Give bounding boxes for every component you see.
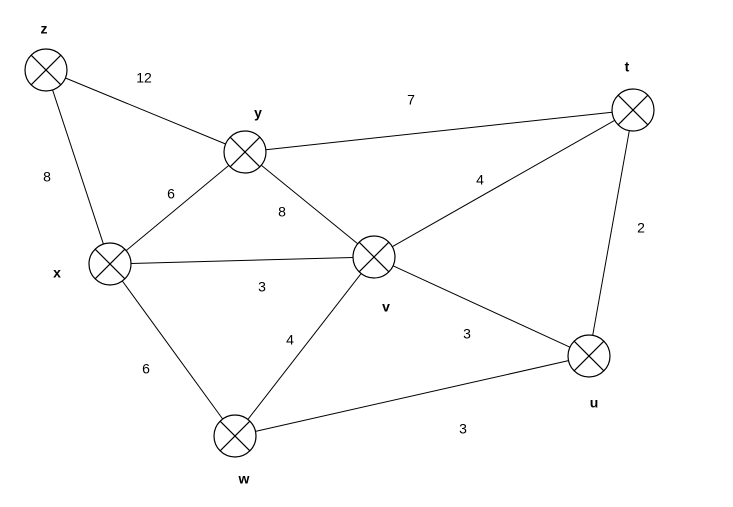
node-x — [88, 242, 132, 286]
node-t — [611, 88, 655, 132]
node-label-t: t — [625, 59, 630, 75]
node-label-x: x — [53, 265, 61, 281]
edge-weights-layer: 12 8 7 6 8 3 6 4 3 4 2 3 — [43, 70, 645, 437]
node-z — [24, 48, 68, 92]
edge-v-t — [392, 119, 615, 248]
edge-weight-y-x: 6 — [167, 186, 175, 202]
edge-weight-v-w: 4 — [286, 332, 294, 348]
edge-weight-w-u: 3 — [459, 421, 467, 437]
edge-v-u — [392, 265, 571, 348]
node-labels-layer: z y t x v u w — [41, 21, 630, 487]
node-label-w: w — [238, 471, 250, 487]
edge-y-t — [265, 111, 613, 151]
edge-weight-z-y: 12 — [136, 70, 152, 86]
edge-z-y — [65, 77, 226, 145]
node-z-cross-b — [30, 54, 62, 86]
node-y — [223, 130, 267, 174]
node-t-cross-b — [617, 94, 649, 126]
edge-w-u — [255, 360, 569, 432]
edge-t-u — [592, 130, 630, 336]
node-w — [213, 414, 257, 458]
node-v-cross-b — [358, 241, 390, 273]
node-u-cross-b — [573, 340, 605, 372]
edge-weight-v-u: 3 — [463, 326, 471, 342]
edge-y-v — [260, 164, 359, 245]
node-label-z: z — [41, 21, 48, 37]
edge-weight-v-t: 4 — [476, 172, 484, 188]
nodes-layer — [24, 48, 655, 458]
edge-weight-t-u: 2 — [637, 220, 645, 236]
node-label-y: y — [254, 105, 262, 121]
node-label-v: v — [382, 299, 390, 315]
edge-x-v — [130, 257, 354, 264]
edge-x-w — [121, 280, 224, 420]
edge-weight-z-x: 8 — [43, 169, 51, 185]
node-label-u: u — [590, 395, 599, 411]
node-w-cross-b — [219, 420, 251, 452]
edges-layer — [52, 77, 630, 432]
edge-y-x — [125, 165, 230, 251]
edge-weight-x-w: 6 — [142, 361, 150, 377]
node-v — [352, 235, 396, 279]
edge-v-w — [247, 273, 362, 420]
node-x-cross-b — [94, 248, 126, 280]
edge-weight-y-v: 8 — [278, 204, 286, 220]
edge-z-x — [52, 89, 104, 245]
edge-weight-x-v: 3 — [258, 279, 266, 295]
node-y-cross-b — [229, 136, 261, 168]
node-u — [567, 334, 611, 378]
edge-weight-y-t: 7 — [407, 92, 415, 108]
